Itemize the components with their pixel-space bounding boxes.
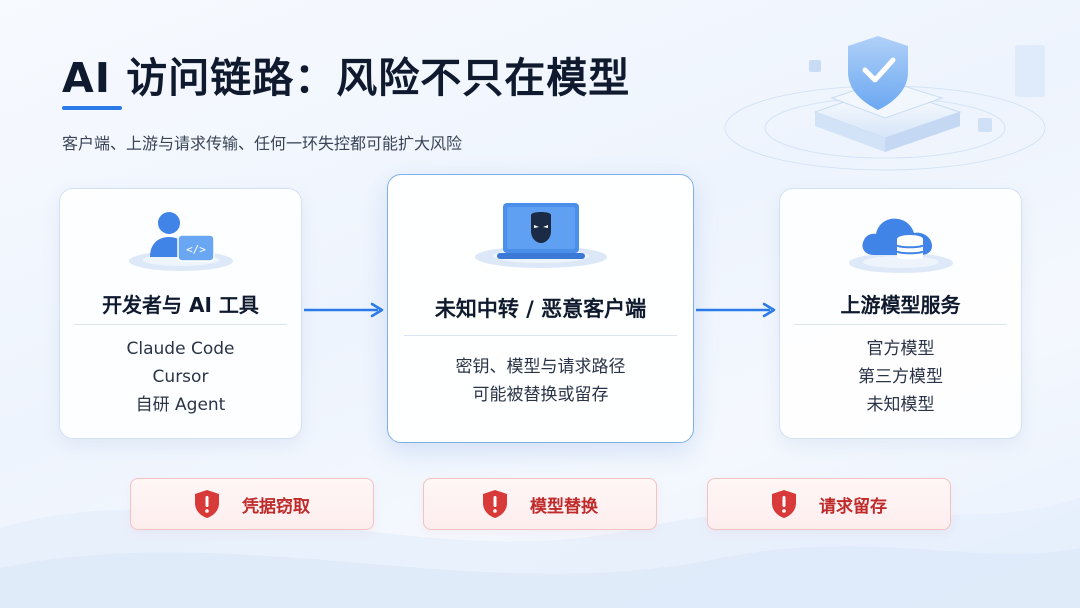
- risk-badge-model-substitution: 模型替换: [423, 478, 657, 530]
- node-title: 未知中转 / 恶意客户端: [434, 297, 647, 321]
- title-underline: [62, 106, 122, 110]
- node-lines: 密钥、模型与请求路径 可能被替换或留存: [388, 353, 693, 409]
- alert-shield-icon: [772, 490, 796, 518]
- risk-badge-request-retention: 请求留存: [707, 478, 951, 530]
- node-line: 密钥、模型与请求路径: [455, 357, 626, 377]
- alert-shield-icon: [483, 490, 507, 518]
- svg-text:</>: </>: [186, 243, 206, 256]
- node-upstream: 上游模型服务 官方模型 第三方模型 未知模型: [779, 188, 1022, 439]
- developer-code-icon: </>: [128, 212, 233, 271]
- node-relay: 未知中转 / 恶意客户端 密钥、模型与请求路径 可能被替换或留存: [387, 174, 694, 443]
- node-divider: [404, 335, 677, 336]
- node-developer: </> 开发者与 AI 工具 Claude Code Cursor 自研 Age…: [59, 188, 302, 439]
- risk-label: 模型替换: [530, 496, 598, 517]
- edge-arrow-developer-relay: [304, 302, 384, 318]
- node-lines: 官方模型 第三方模型 未知模型: [780, 335, 1021, 419]
- node-line: 未知模型: [866, 395, 935, 415]
- risk-badge-credential-theft: 凭据窃取: [130, 478, 374, 530]
- node-divider: [794, 324, 1007, 325]
- node-line: 可能被替换或留存: [472, 385, 609, 405]
- node-divider: [74, 324, 287, 325]
- risk-label: 凭据窃取: [242, 496, 310, 517]
- shield-platform-decoration: [724, 36, 1046, 171]
- node-lines: Claude Code Cursor 自研 Agent: [60, 335, 301, 419]
- cloud-database-icon: [848, 218, 953, 273]
- page-title: AI 访问链路：风险不只在模型: [62, 54, 631, 102]
- page-subtitle: 客户端、上游与请求传输、任何一环失控都可能扩大风险: [62, 134, 463, 153]
- node-line: 官方模型: [866, 339, 935, 359]
- alert-shield-icon: [195, 490, 219, 518]
- node-line: 第三方模型: [858, 367, 943, 387]
- node-line: Cursor: [152, 367, 209, 387]
- node-title: 开发者与 AI 工具: [102, 293, 259, 317]
- node-title: 上游模型服务: [840, 293, 961, 317]
- node-line: 自研 Agent: [135, 395, 226, 415]
- node-line: Claude Code: [126, 339, 235, 359]
- masked-laptop-icon: [474, 203, 607, 268]
- risk-label: 请求留存: [819, 496, 887, 517]
- edge-arrow-relay-upstream: [696, 302, 776, 318]
